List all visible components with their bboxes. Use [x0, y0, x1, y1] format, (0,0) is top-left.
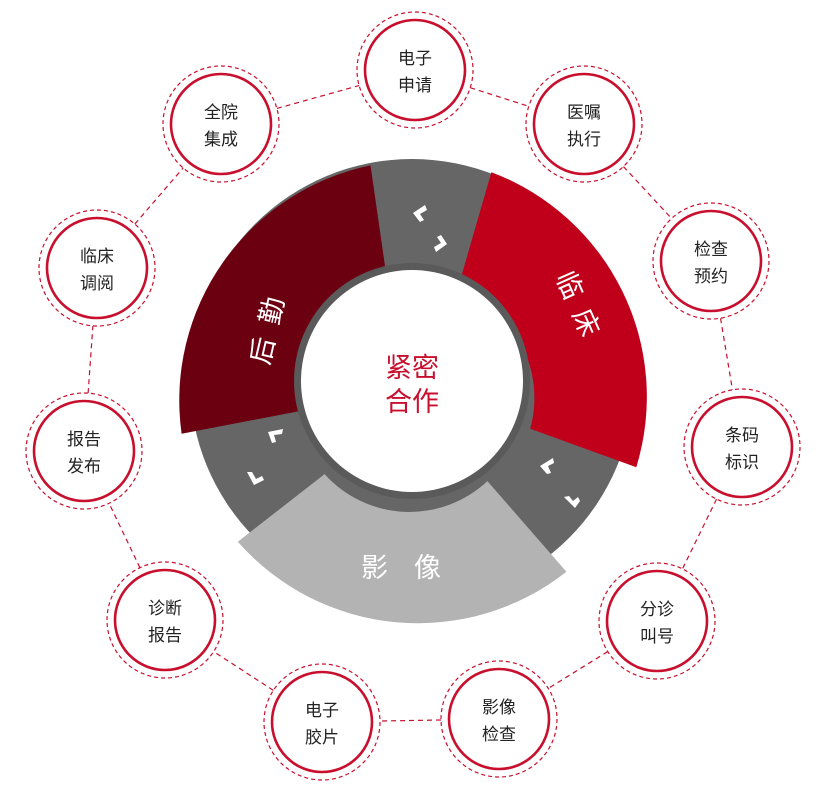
connector-line	[134, 167, 184, 225]
node-inner-ring	[605, 569, 709, 673]
node-inner-ring	[32, 399, 136, 503]
connector-line	[622, 166, 673, 219]
flow-arrows	[247, 205, 580, 508]
node-label-line2: 报告	[148, 626, 182, 646]
node-label-line2: 检查	[482, 725, 516, 745]
node-label-line1: 诊断	[148, 599, 182, 619]
node-inner-ring	[113, 568, 217, 672]
node-inner-ring	[169, 72, 273, 176]
node-label-line2: 执行	[567, 130, 601, 150]
node-inner-ring	[45, 216, 149, 320]
node-label-line2: 叫号	[640, 627, 674, 647]
arrow-down-icon	[247, 472, 264, 485]
node-label-line2: 集成	[204, 130, 238, 150]
node-label-line2: 申请	[398, 76, 432, 96]
node-label-line1: 检查	[694, 240, 728, 260]
node-inner-ring	[270, 670, 374, 774]
center-title-line2: 合作	[385, 387, 439, 418]
hub	[301, 270, 523, 492]
arrow-down-icon	[564, 496, 580, 508]
arrow-left-icon	[413, 205, 427, 222]
node-label-line1: 电子	[398, 49, 432, 69]
node-label-line1: 报告	[67, 430, 101, 450]
node-inner-ring	[659, 209, 763, 313]
collaboration-wheel: 紧密 合作 后勤 临床 影像	[179, 159, 647, 624]
center-title-line1: 紧密	[385, 353, 439, 384]
node-label-line1: 医嘱	[567, 103, 601, 123]
connector-line	[379, 719, 442, 722]
node-label-line2: 发布	[67, 457, 101, 477]
arrow-up-icon	[540, 458, 554, 474]
node-label-line2: 胶片	[305, 728, 339, 748]
segment-imaging-label: 影像	[361, 553, 467, 584]
node-inner-ring	[363, 18, 467, 122]
node-label-line2: 预约	[694, 267, 728, 287]
connector-line	[719, 318, 734, 390]
connector-line	[547, 651, 609, 689]
node-label-line1: 电子	[305, 701, 339, 721]
node-label-line2: 调阅	[80, 274, 114, 294]
connector-line	[276, 84, 360, 110]
node-inner-ring	[532, 72, 636, 176]
node-label-line2: 标识	[725, 453, 759, 473]
connector-line	[681, 498, 718, 570]
segment-logistics	[179, 165, 389, 434]
node-inner-ring	[690, 395, 794, 499]
connector-line	[470, 87, 529, 107]
connector-line	[213, 651, 274, 691]
arrow-up-icon	[268, 429, 283, 443]
node-label-line1: 临床	[80, 247, 114, 267]
connector-line	[108, 503, 141, 568]
node-connectors	[87, 84, 734, 722]
node-label-line1: 条码	[725, 426, 759, 446]
node-label-line1: 影像	[482, 698, 516, 718]
connector-line	[87, 325, 94, 394]
node-label-line1: 分诊	[640, 600, 674, 620]
node-inner-ring	[447, 667, 551, 771]
arrow-right-icon	[434, 235, 447, 252]
process-nodes: 电子申请医嘱执行检查预约条码标识分诊叫号影像检查电子胶片诊断报告报告发布临床调阅…	[25, 11, 801, 781]
segment-clinical	[457, 172, 647, 468]
segment-imaging	[237, 474, 567, 624]
node-label-line1: 全院	[204, 103, 238, 123]
